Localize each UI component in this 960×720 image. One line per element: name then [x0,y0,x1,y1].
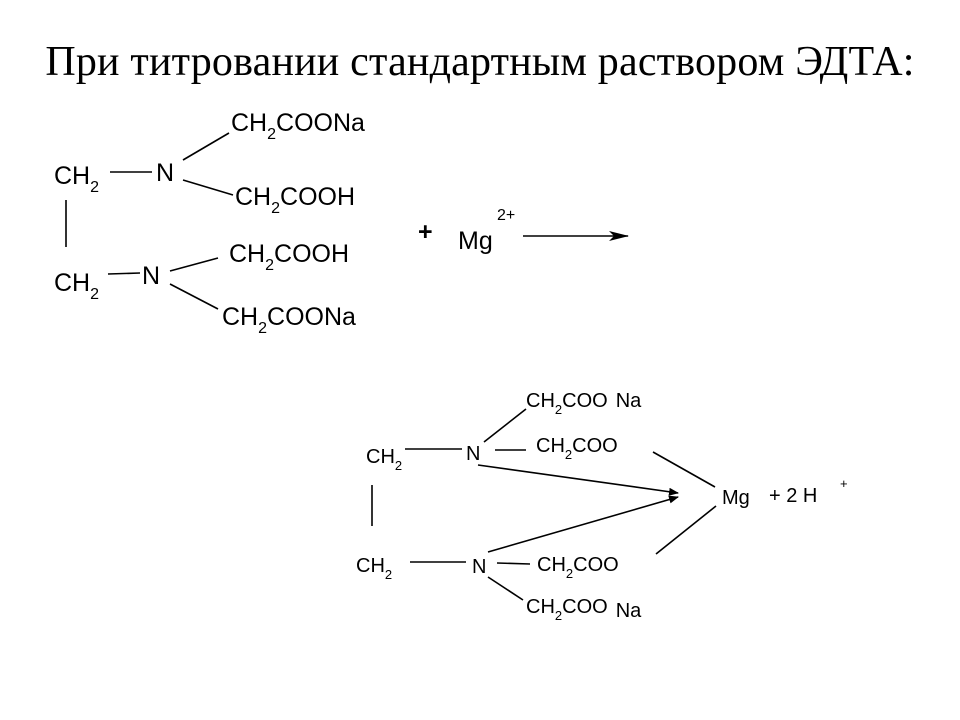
product-bond-coo-mg-bottom [655,505,717,555]
bond-n-g4 [169,283,219,310]
slide-title: При титровании стандартным раствором ЭДТ… [45,39,915,85]
reactant-n-top: N [156,159,174,187]
magnesium-ion: Mg [458,227,493,255]
reagent-magnesium: + Mg 2+ [418,207,629,255]
product-group-ch2coo-bottom: CH2COO [537,554,619,581]
product-bond-coo-mg-top [652,451,716,488]
product-coordination-arrow-bottom [487,495,679,553]
bond-n-g3 [169,257,219,272]
reactant-ch2-top: CH2 [54,162,99,196]
bond-ch2-n-bottom [107,272,141,275]
bond-n-g2 [182,179,234,196]
bond-n-g1 [182,132,230,161]
plus-sign: + [418,218,433,246]
reactant-group-ch2cooh-top: CH2COOH [235,183,355,217]
product-bond-n-g4 [487,576,524,601]
product-ch2-top: CH2 [366,446,402,473]
product-n-bottom: N [472,556,486,578]
product-hydrogen-charge: + [840,476,848,491]
reactant-n-bottom: N [142,262,160,290]
reactant-edta: CH2 CH2 N N CH2COONa CH2COOH CH2COOH CH2… [54,109,365,337]
product-bond-n-g1 [483,408,527,443]
reactant-ch2-bottom: CH2 [54,269,99,303]
product-byproduct-hydrogen: + 2 H [769,485,817,507]
magnesium-charge: 2+ [497,207,515,224]
reactant-group-ch2coona-bottom: CH2COONa [222,303,356,337]
reactant-group-ch2coona-top: CH2COONa [231,109,365,143]
product-coordination-arrow-top [477,464,679,496]
product-group-ch2coo-top: CH2COO [536,435,618,462]
reactant-group-ch2cooh-bottom: CH2COOH [229,240,349,274]
product-n-top: N [466,443,480,465]
product-bond-n-g3 [496,562,531,565]
product-magnesium: Mg [722,487,750,509]
product-ch2-bottom: CH2 [356,555,392,582]
